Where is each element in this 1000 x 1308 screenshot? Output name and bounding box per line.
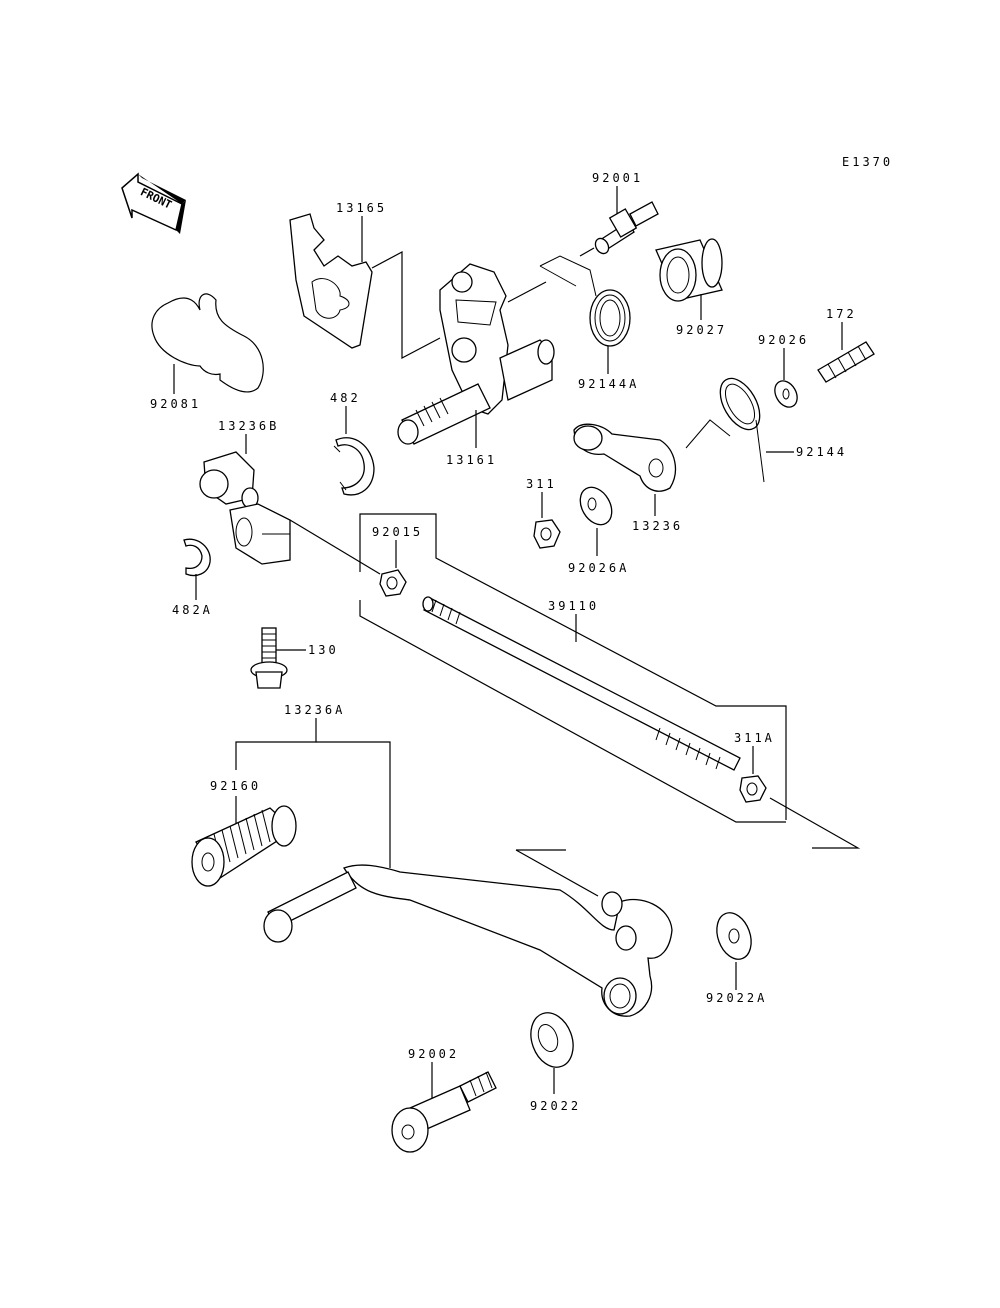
label-13161: 13161 bbox=[446, 453, 497, 467]
part-482[interactable]: 482 bbox=[330, 391, 375, 496]
part-92027[interactable]: 92027 bbox=[655, 238, 727, 337]
label-92001: 92001 bbox=[592, 171, 643, 185]
part-92026A[interactable]: 92026A bbox=[568, 482, 629, 575]
label-130: 130 bbox=[308, 643, 339, 657]
diagram-code: E1370 bbox=[842, 155, 893, 169]
part-92022[interactable]: 92022 bbox=[524, 1007, 581, 1113]
label-482A: 482A bbox=[172, 603, 213, 617]
part-92001[interactable]: 92001 bbox=[579, 171, 659, 257]
label-92026A: 92026A bbox=[568, 561, 629, 575]
label-92027: 92027 bbox=[676, 323, 727, 337]
label-92026: 92026 bbox=[758, 333, 809, 347]
part-311[interactable]: 311 bbox=[526, 477, 561, 549]
part-172[interactable]: 172 bbox=[817, 307, 875, 383]
part-92022A[interactable]: 92022A bbox=[706, 908, 767, 1005]
label-311A: 311A bbox=[734, 731, 775, 745]
part-13236B[interactable]: 13236B bbox=[199, 419, 381, 575]
label-13165: 13165 bbox=[336, 201, 387, 215]
label-92160: 92160 bbox=[210, 779, 261, 793]
part-92144[interactable]: 92144 bbox=[685, 372, 847, 483]
part-311A[interactable]: 311A bbox=[734, 731, 861, 849]
part-92015[interactable]: 92015 bbox=[359, 513, 787, 823]
label-482: 482 bbox=[330, 391, 361, 405]
part-13161[interactable]: 13161 bbox=[397, 263, 555, 467]
label-92022: 92022 bbox=[530, 1099, 581, 1113]
label-92081: 92081 bbox=[150, 397, 201, 411]
label-39110: 39110 bbox=[548, 599, 599, 613]
label-13236: 13236 bbox=[632, 519, 683, 533]
part-92002[interactable]: 92002 bbox=[391, 1047, 497, 1153]
label-92022A: 92022A bbox=[706, 991, 767, 1005]
label-92015: 92015 bbox=[372, 525, 423, 539]
part-13165[interactable]: 13165 bbox=[289, 201, 441, 359]
part-13236[interactable]: 13236 bbox=[573, 423, 683, 533]
part-92026[interactable]: 92026 bbox=[758, 333, 809, 411]
part-39110[interactable]: 39110 bbox=[422, 596, 741, 771]
label-92144A: 92144A bbox=[578, 377, 639, 391]
label-172: 172 bbox=[826, 307, 857, 321]
label-92002: 92002 bbox=[408, 1047, 459, 1061]
label-92144: 92144 bbox=[796, 445, 847, 459]
front-arrow-icon: FRONT bbox=[121, 172, 186, 234]
part-92144A[interactable]: 92144A bbox=[539, 255, 639, 391]
part-92081[interactable]: 92081 bbox=[150, 293, 264, 411]
label-13236B: 13236B bbox=[218, 419, 279, 433]
part-13236A[interactable]: 13236A bbox=[235, 703, 673, 1017]
label-13236A: 13236A bbox=[284, 703, 345, 717]
label-311: 311 bbox=[526, 477, 557, 491]
part-482A[interactable]: 482A bbox=[172, 538, 213, 617]
part-130[interactable]: 130 bbox=[250, 627, 339, 689]
part-92160[interactable]: 92160 bbox=[191, 779, 297, 887]
